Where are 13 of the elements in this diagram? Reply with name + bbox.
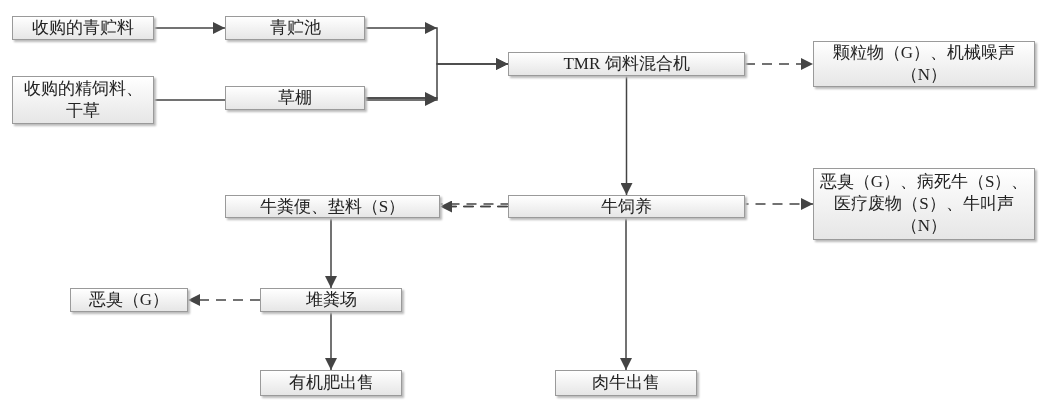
process-box: 恶臭（G）、病死牛（S）、医疗废物（S）、牛叫声（N）	[813, 168, 1035, 240]
process-box: 牛饲养	[508, 195, 745, 218]
process-box: 肉牛出售	[555, 370, 697, 396]
process-box: 收购的精饲料、干草	[12, 76, 154, 124]
process-box: 堆粪场	[260, 288, 402, 312]
process-box: 牛粪便、垫料（S）	[225, 195, 440, 218]
process-box: TMR 饲料混合机	[508, 52, 745, 76]
process-box: 有机肥出售	[260, 370, 402, 396]
process-box: 收购的青贮料	[12, 16, 154, 40]
process-box: 青贮池	[225, 16, 365, 40]
process-box: 恶臭（G）	[70, 288, 188, 312]
process-box: 草棚	[225, 86, 365, 110]
process-box: 颗粒物（G）、机械噪声（N）	[813, 41, 1035, 87]
